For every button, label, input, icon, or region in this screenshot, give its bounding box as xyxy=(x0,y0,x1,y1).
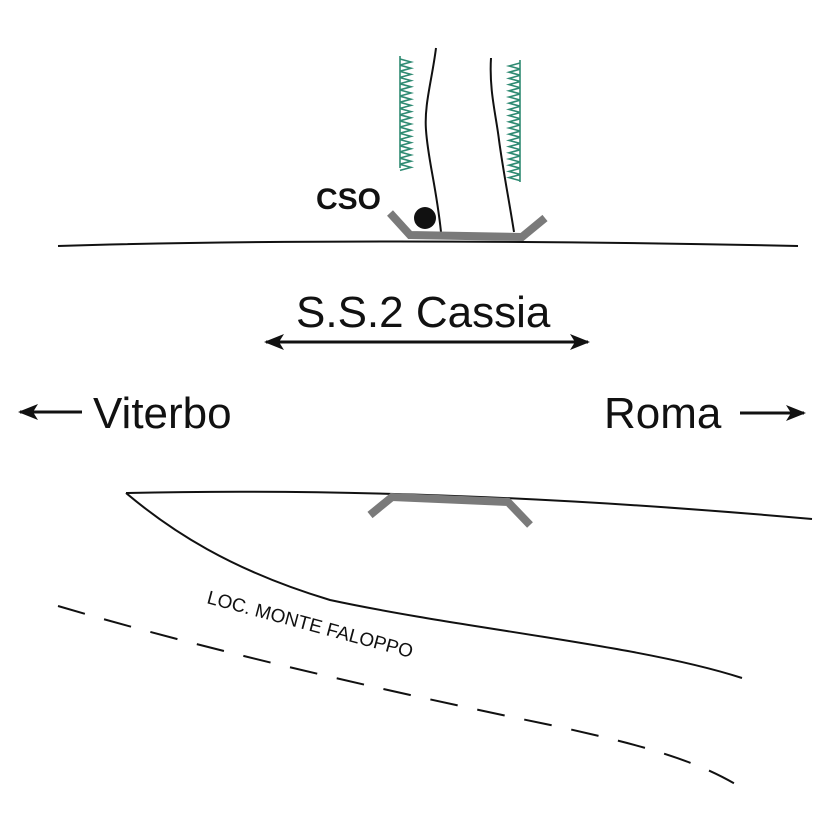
vegetation-tick xyxy=(505,62,521,70)
vegetation-tick xyxy=(505,74,521,83)
vegetation-tick xyxy=(399,126,415,134)
vegetation-tick xyxy=(399,145,415,153)
vegetation-tick xyxy=(505,68,521,76)
vegetation-tick xyxy=(505,155,521,163)
monitoring-point-icon xyxy=(414,207,436,229)
slope-edge xyxy=(125,492,743,679)
vegetation-tick xyxy=(399,101,415,110)
direction-label-left: Viterbo xyxy=(93,389,232,438)
vegetation-tick xyxy=(399,114,415,122)
vegetation-tick xyxy=(399,89,415,97)
vegetation-tick xyxy=(399,163,415,172)
vegetation-bank-left-icon xyxy=(399,56,415,172)
road-edge-south xyxy=(125,490,813,520)
vegetation-tick xyxy=(399,132,415,141)
locality-label: LOC. MONTE FALOPPO xyxy=(205,588,415,663)
vegetation-tick xyxy=(399,76,415,85)
bridge-north xyxy=(387,210,548,242)
road-label: S.S.2 Cassia xyxy=(296,288,551,337)
vegetation-tick xyxy=(505,136,521,145)
vegetation-tick xyxy=(505,167,521,176)
bridge-south xyxy=(367,492,533,528)
vegetation-tick xyxy=(505,99,521,107)
vegetation-tick xyxy=(505,118,521,126)
vegetation-tick xyxy=(399,107,415,116)
vegetation-tick xyxy=(505,93,521,101)
vegetation-tick xyxy=(399,83,415,91)
point-label: CSO xyxy=(316,183,381,216)
vegetation-tick xyxy=(505,142,521,151)
stream-bank-right xyxy=(489,57,515,233)
vegetation-tick xyxy=(505,111,521,120)
road-edge-north xyxy=(57,240,799,247)
vegetation-tick xyxy=(505,87,521,95)
vegetation-bank-right-icon xyxy=(505,60,521,182)
direction-label-right: Roma xyxy=(604,389,722,438)
vegetation-tick xyxy=(399,95,415,103)
vegetation-tick xyxy=(505,173,521,182)
vegetation-tick xyxy=(399,58,415,66)
vegetation-tick xyxy=(505,149,521,157)
vegetation-tick xyxy=(505,124,521,132)
vegetation-tick xyxy=(399,138,415,147)
vegetation-tick xyxy=(399,151,415,159)
vegetation-tick xyxy=(505,105,521,114)
vegetation-tick xyxy=(505,161,521,169)
dashed-track xyxy=(57,605,749,793)
vegetation-tick xyxy=(399,157,415,165)
stream-bank-left xyxy=(424,47,442,233)
vegetation-tick xyxy=(399,70,415,79)
vegetation-tick xyxy=(399,120,415,128)
vegetation-tick xyxy=(505,80,521,89)
vegetation-tick xyxy=(399,64,415,72)
vegetation-tick xyxy=(505,130,521,138)
